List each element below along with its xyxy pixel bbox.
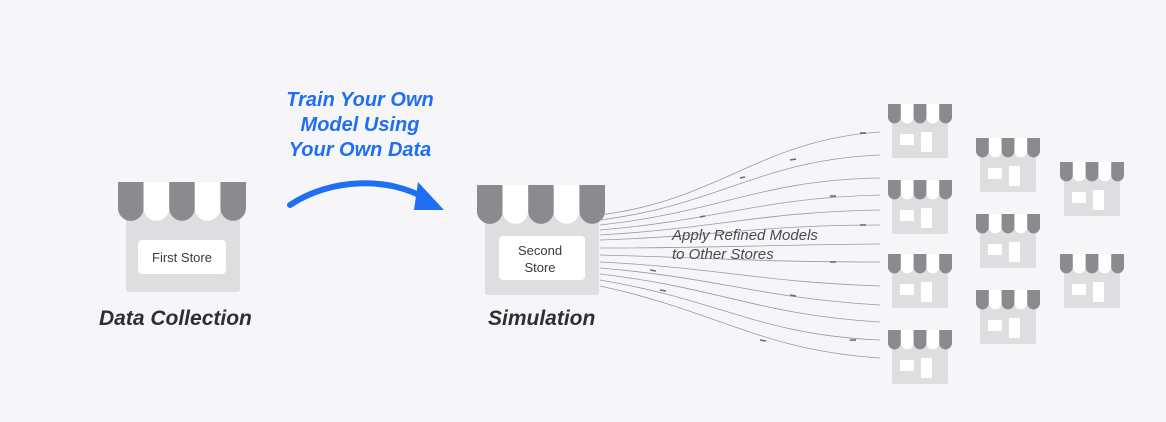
other-store xyxy=(976,290,1040,344)
apply-models-caption: Apply Refined Models to Other Stores xyxy=(672,226,818,264)
other-store xyxy=(888,330,952,384)
other-store xyxy=(1060,162,1124,216)
arrow-head-icon xyxy=(414,182,444,210)
first-store-sign xyxy=(138,240,226,274)
other-store xyxy=(888,254,952,308)
second-store-label-line2: Store xyxy=(524,260,555,275)
distribution-lines xyxy=(599,131,881,359)
train-caption-line3: Your Own Data xyxy=(288,139,432,161)
distribution-dashes xyxy=(649,132,866,342)
other-store xyxy=(976,138,1040,192)
other-store xyxy=(1060,254,1124,308)
second-store: Second Store xyxy=(477,185,605,295)
second-store-sign xyxy=(499,236,585,280)
train-caption-line1: Train Your Own xyxy=(286,89,434,111)
simulation-label: Simulation xyxy=(488,307,596,330)
apply-caption-line2: to Other Stores xyxy=(672,246,774,263)
train-model-caption: Train Your Own Model Using Your Own Data xyxy=(250,88,470,163)
train-caption-line2: Model Using xyxy=(300,114,420,136)
train-arrow xyxy=(287,180,444,210)
second-store-label-line1: Second xyxy=(518,243,562,258)
first-store: First Store xyxy=(118,182,246,292)
apply-caption-line1: Apply Refined Models xyxy=(672,227,818,244)
other-stores xyxy=(888,104,1124,384)
other-store xyxy=(888,104,952,158)
other-store xyxy=(888,180,952,234)
other-store xyxy=(976,214,1040,268)
data-collection-label: Data Collection xyxy=(99,307,252,330)
first-store-label: First Store xyxy=(152,250,212,265)
